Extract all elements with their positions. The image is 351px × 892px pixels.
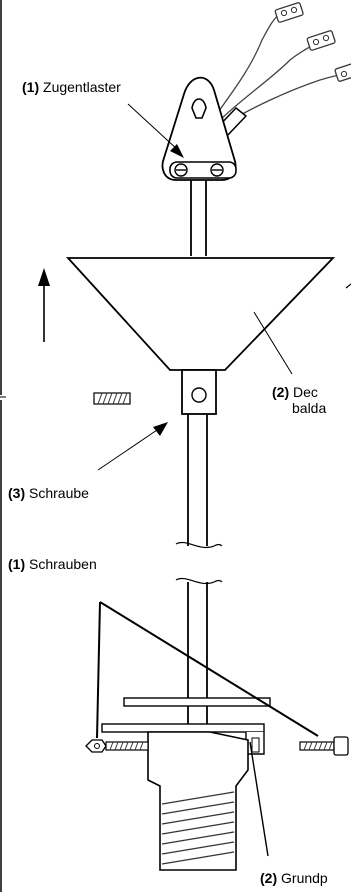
- canopy: [65, 257, 336, 371]
- set-screw: [93, 392, 131, 405]
- label-canopy-text-line2: balda: [292, 400, 327, 416]
- leader-screws: [96, 601, 319, 739]
- label-screws-number: (1): [8, 556, 26, 572]
- label-screws: (1) Schrauben: [8, 556, 97, 572]
- arrow-stub: [345, 283, 351, 289]
- label-screw-number: (3): [8, 485, 26, 501]
- label-canopy-number: (2): [272, 384, 290, 400]
- terminal-lug-3: [334, 63, 351, 82]
- label-strain-relief: (1) Zugentlaster: [22, 79, 121, 95]
- label-screws-text: Schrauben: [29, 556, 97, 572]
- leader-base-plate: [249, 741, 269, 857]
- label-canopy: (2) Dec: [272, 384, 318, 400]
- leader-strain-relief: [127, 103, 184, 158]
- leader-canopy: [253, 311, 293, 375]
- arrow-up-icon: [38, 268, 50, 342]
- label-strain-relief-number: (1): [22, 79, 40, 95]
- label-base-plate-number: (2): [260, 870, 278, 886]
- break-mark-lower: [175, 578, 223, 584]
- screw-right: [299, 736, 349, 756]
- rod-lower-segment-1: [187, 414, 208, 546]
- wire-bundle: [213, 13, 346, 127]
- label-base-plate-text: Grundp: [281, 870, 328, 886]
- label-canopy-text: Dec: [293, 384, 318, 400]
- lamp-socket: [147, 731, 249, 871]
- label-base-plate: (2) Grundp: [260, 870, 328, 886]
- break-mark-upper: [175, 542, 223, 548]
- strain-relief: [161, 76, 237, 181]
- terminal-lug-1: [274, 2, 304, 23]
- label-screw: (3) Schraube: [8, 485, 89, 501]
- label-strain-relief-text: Zugentlaster: [43, 79, 121, 95]
- label-canopy-line2: balda: [292, 400, 326, 416]
- rod-upper: [190, 180, 207, 256]
- screw-left: [85, 739, 149, 753]
- terminal-lug-2: [306, 30, 336, 51]
- leader-screw: [97, 422, 168, 471]
- label-screw-text: Schraube: [29, 485, 89, 501]
- collar: [181, 369, 217, 415]
